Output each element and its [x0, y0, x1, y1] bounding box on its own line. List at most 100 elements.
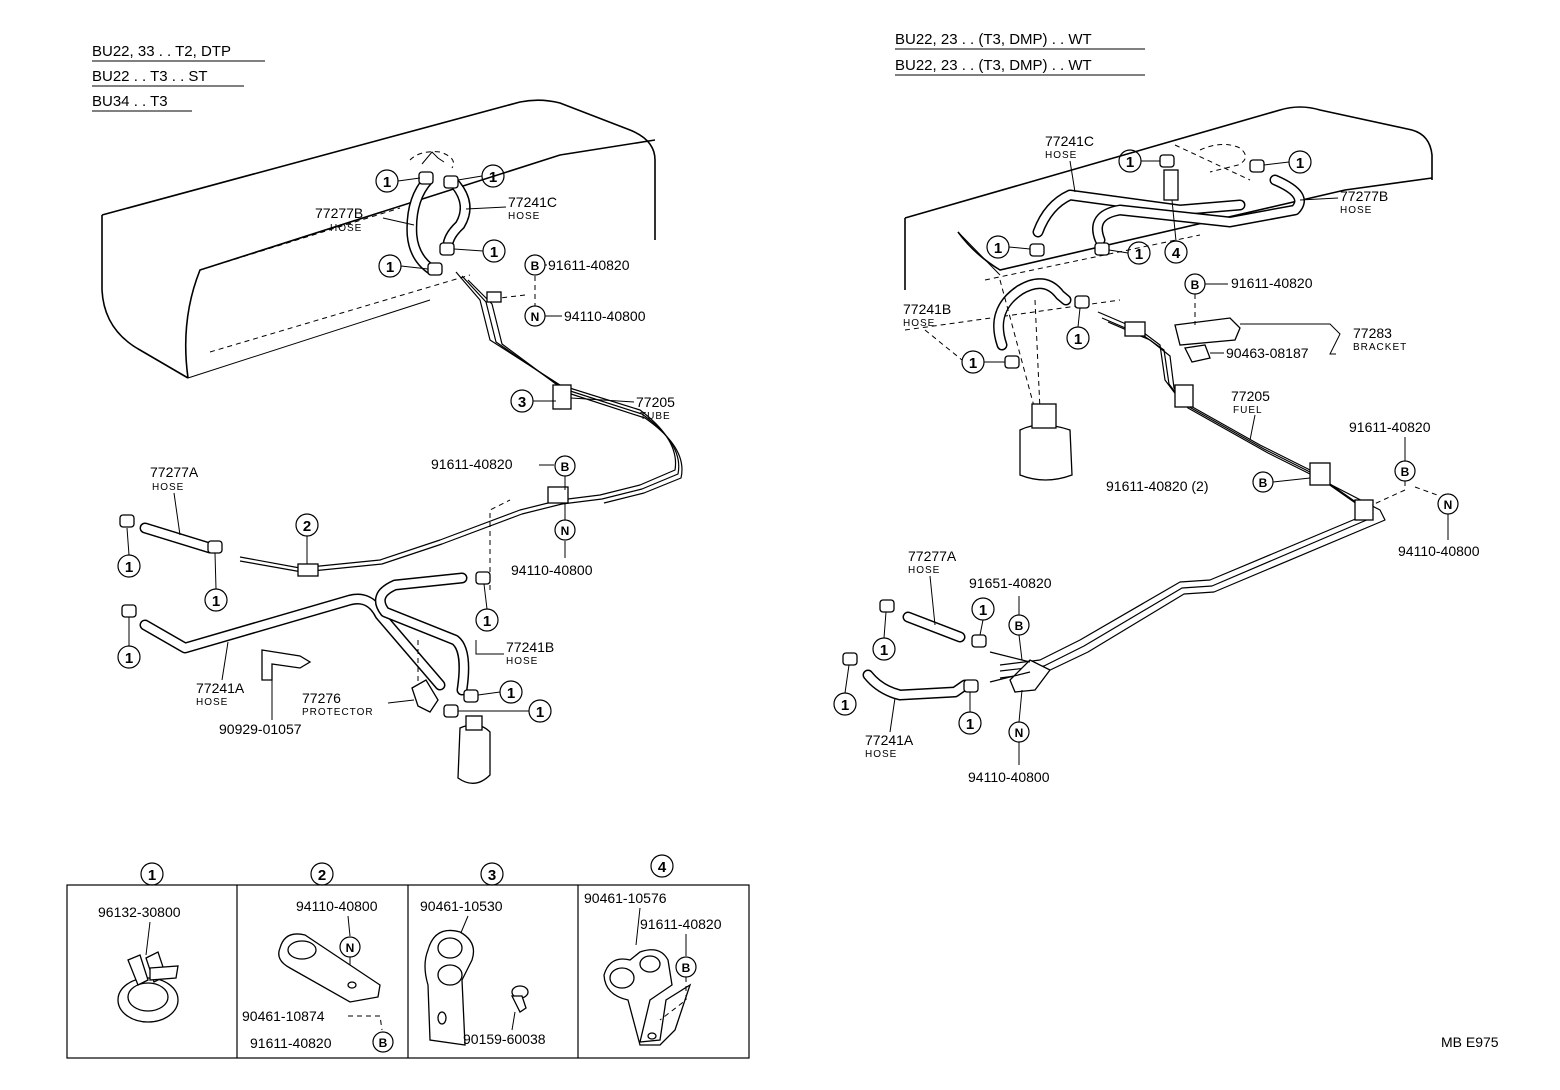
legend-n-callout: N	[346, 941, 355, 955]
callout-b: B	[561, 460, 570, 474]
left-bottom-parts	[119, 499, 511, 784]
left-header-3: BU34 . . T3	[92, 93, 168, 110]
callout-n: N	[531, 310, 540, 324]
left-hose-77277A	[139, 522, 216, 554]
left-header-2: BU22 . . T3 . . ST	[92, 68, 208, 85]
callout-1: 1	[125, 650, 133, 667]
left-fuel-tank	[101, 99, 656, 379]
sub-fuel: FUEL	[1233, 405, 1263, 416]
callout-b: B	[531, 259, 540, 273]
right-hose-77241A	[862, 669, 971, 701]
label-77277B: 77277B	[315, 205, 363, 221]
callout-b: B	[1015, 619, 1024, 633]
callout-1: 1	[1296, 155, 1304, 172]
sub-hose: HOSE	[152, 482, 184, 493]
callout-1: 1	[966, 716, 974, 733]
callout-b: B	[1401, 465, 1410, 479]
label-77241B: 77241B	[903, 301, 951, 317]
label-77241A: 77241A	[196, 680, 245, 696]
label-77241A: 77241A	[865, 732, 914, 748]
left-hose-77241C	[442, 179, 471, 256]
label-77277A: 77277A	[908, 548, 957, 564]
callout-2: 2	[303, 518, 311, 535]
sub-hose: HOSE	[196, 697, 228, 708]
left-hose-77241A	[139, 593, 446, 691]
callout-1: 1	[1126, 154, 1134, 171]
label-91611-mid: 91611-40820	[431, 456, 513, 472]
callout-1: 1	[483, 613, 491, 630]
left-hose-77241B	[374, 572, 470, 696]
callout-1: 1	[489, 169, 497, 186]
legend-part-90461-10530: 90461-10530	[420, 898, 503, 914]
right-hose-77241C	[1032, 189, 1246, 238]
legend-part-94110: 94110-40800	[296, 898, 378, 914]
hose-clamp-icon	[117, 951, 179, 1023]
callout-1: 1	[125, 559, 133, 576]
tube-clamp-icon	[278, 933, 381, 1003]
left-header-block: BU22, 33 . . T2, DTP BU22 . . T3 . . ST …	[92, 43, 265, 112]
sub-bracket: BRACKET	[1353, 342, 1407, 353]
callout-n: N	[1015, 726, 1024, 740]
legend-table: 1 2 3 4 96132-30800 94110-40800 N 90461-…	[66, 854, 750, 1059]
legend-part-90461-10874: 90461-10874	[242, 1008, 325, 1024]
right-hose-77277A	[902, 611, 966, 643]
label-91611-c: 91611-40820 (2)	[1106, 478, 1208, 494]
callout-b: B	[1259, 476, 1268, 490]
legend-part-91611: 91611-40820	[250, 1035, 332, 1051]
label-77277A: 77277A	[150, 464, 199, 480]
diagram-code: MB E975	[1441, 1034, 1499, 1050]
sub-hose: HOSE	[903, 318, 935, 329]
left-fuel-tubes	[239, 271, 683, 577]
legend-num-4: 4	[658, 859, 667, 876]
callout-1: 1	[1074, 331, 1082, 348]
label-77277B: 77277B	[1340, 188, 1388, 204]
callout-4: 4	[1172, 245, 1181, 262]
label-94110-top: 94110-40800	[564, 308, 646, 324]
sub-hose: HOSE	[506, 656, 538, 667]
right-bottom-clamps	[842, 599, 987, 693]
callout-1: 1	[880, 642, 888, 659]
legend-part-90159: 90159-60038	[463, 1031, 546, 1047]
right-hose-77241B	[993, 278, 1072, 351]
legend-num-1: 1	[148, 867, 156, 884]
callout-1: 1	[490, 244, 498, 261]
sub-hose: HOSE	[330, 223, 362, 234]
right-top-parts	[999, 144, 1265, 481]
callout-1: 1	[383, 174, 391, 191]
screw-icon	[510, 985, 529, 1013]
callout-1: 1	[994, 240, 1002, 257]
right-callouts: 1 1 1 1 4 1 1 B B N B B N 1 1 1 1	[833, 149, 1459, 765]
callout-b: B	[1191, 278, 1200, 292]
label-91611-top: 91611-40820	[548, 257, 630, 273]
callout-1: 1	[536, 704, 544, 721]
label-77205: 77205	[636, 394, 675, 410]
right-labels: 77241C HOSE 77277B HOSE 77241B HOSE 9161…	[865, 133, 1480, 785]
sub-protector: PROTECTOR	[302, 707, 374, 718]
callout-n: N	[1444, 498, 1453, 512]
sub-hose: HOSE	[1340, 205, 1372, 216]
legend-part-96132: 96132-30800	[98, 904, 181, 920]
label-77276: 77276	[302, 690, 341, 706]
callout-1: 1	[212, 593, 220, 610]
callout-1: 1	[386, 259, 394, 276]
left-callouts: 1 1 1 1 B N 3 B N 2 1 1 1 1 1 1	[117, 164, 576, 723]
label-91611-a: 91611-40820	[1231, 275, 1313, 291]
right-header-2: BU22, 23 . . (T3, DMP) . . WT	[895, 57, 1092, 74]
label-77241C: 77241C	[1045, 133, 1094, 149]
label-94110-a: 94110-40800	[1398, 543, 1480, 559]
label-77283: 77283	[1353, 325, 1392, 341]
double-clamp-icon	[424, 929, 475, 1046]
label-91611-b: 91611-40820	[1349, 419, 1431, 435]
legend-part-90461-10576: 90461-10576	[584, 890, 667, 906]
sub-hose: HOSE	[865, 749, 897, 760]
callout-1: 1	[969, 355, 977, 372]
callout-1: 1	[841, 697, 849, 714]
callout-n: N	[561, 524, 570, 538]
left-header-1: BU22, 33 . . T2, DTP	[92, 43, 231, 60]
label-94110-mid: 94110-40800	[511, 562, 593, 578]
left-labels: 77277B HOSE 77241C HOSE 91611-40820 9411…	[150, 194, 675, 737]
label-77241B: 77241B	[506, 639, 554, 655]
legend-num-3: 3	[488, 867, 496, 884]
sub-hose: HOSE	[908, 565, 940, 576]
callout-1: 1	[979, 602, 987, 619]
